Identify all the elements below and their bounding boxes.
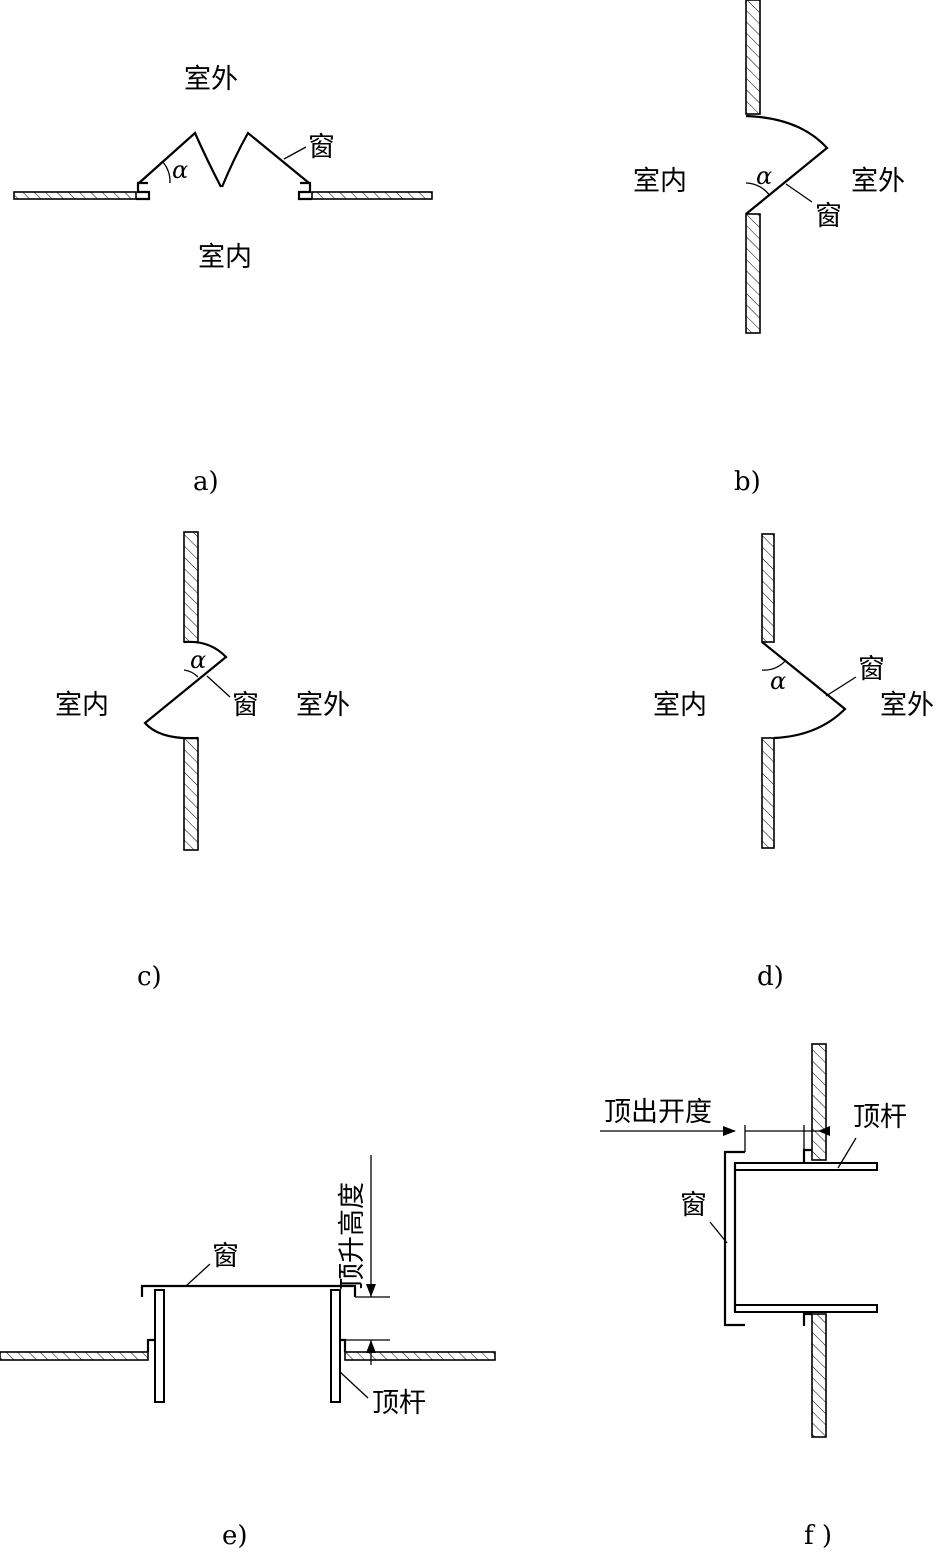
label-angle-a: α — [172, 156, 188, 184]
label-lift-height: 顶升高度 — [337, 1182, 368, 1290]
window-sash-left — [138, 131, 222, 188]
wall-bottom — [183, 737, 199, 851]
label-window-c: 窗 — [232, 690, 259, 721]
wall-bottom — [761, 737, 775, 849]
wall-bottom — [811, 1313, 827, 1438]
label-angle-d: α — [770, 667, 786, 695]
push-rod-left — [154, 1289, 165, 1403]
label-outdoor-d: 室外 — [880, 690, 934, 721]
panel-a: 室外 室内 窗 α a) — [13, 64, 433, 497]
wall-right — [344, 1351, 496, 1361]
label-outdoor-b: 室外 — [851, 166, 905, 197]
window-sash — [761, 641, 847, 740]
wall-top — [761, 533, 775, 643]
label-indoor-b: 室内 — [633, 166, 687, 197]
label-push-rod-f: 顶杆 — [853, 1102, 907, 1133]
window-sash-right — [220, 131, 310, 188]
caption-e: e) — [222, 1521, 248, 1551]
wall-right — [311, 191, 433, 200]
caption-d: d) — [757, 962, 784, 992]
label-window-a: 窗 — [308, 132, 335, 163]
label-indoor-d: 室内 — [653, 690, 707, 721]
window-lifted — [140, 1284, 357, 1297]
panel-d: 室内 室外 窗 α d) — [653, 533, 934, 992]
panel-e: 窗 顶升高度 顶杆 e) — [0, 1155, 496, 1551]
caption-b: b) — [734, 467, 761, 497]
panel-b: 室内 室外 窗 α b) — [633, 0, 905, 497]
wall-left — [13, 191, 137, 200]
label-window-d: 窗 — [858, 654, 885, 685]
label-angle-c: α — [190, 646, 206, 674]
label-window-e: 窗 — [212, 1241, 239, 1272]
wall-bottom — [745, 213, 761, 334]
label-window-f: 窗 — [680, 1190, 707, 1221]
label-push-opening: 顶出开度 — [604, 1097, 712, 1128]
label-indoor-a: 室内 — [198, 242, 252, 273]
push-rod-right — [330, 1289, 341, 1403]
panel-f: 顶出开度 顶杆 窗 f ) — [600, 1043, 907, 1551]
label-push-rod-e: 顶杆 — [372, 1388, 426, 1419]
window-pushed — [723, 1150, 745, 1327]
caption-a: a) — [193, 467, 219, 497]
wall-top — [811, 1043, 827, 1161]
caption-c: c) — [137, 962, 162, 992]
label-angle-b: α — [756, 162, 772, 190]
label-indoor-c: 室内 — [55, 690, 109, 721]
window-sash — [745, 114, 829, 215]
window-sash — [143, 640, 228, 740]
push-rod-top — [734, 1162, 878, 1171]
caption-f: f ) — [804, 1521, 832, 1551]
label-outdoor-a: 室外 — [184, 64, 238, 95]
label-window-b: 窗 — [815, 201, 842, 232]
wall-left — [0, 1351, 149, 1361]
panel-c: 室内 室外 窗 α c) — [55, 531, 350, 992]
push-rod-bottom — [734, 1304, 878, 1313]
wall-top — [745, 0, 761, 115]
label-outdoor-c: 室外 — [296, 690, 350, 721]
wall-top — [183, 531, 199, 643]
